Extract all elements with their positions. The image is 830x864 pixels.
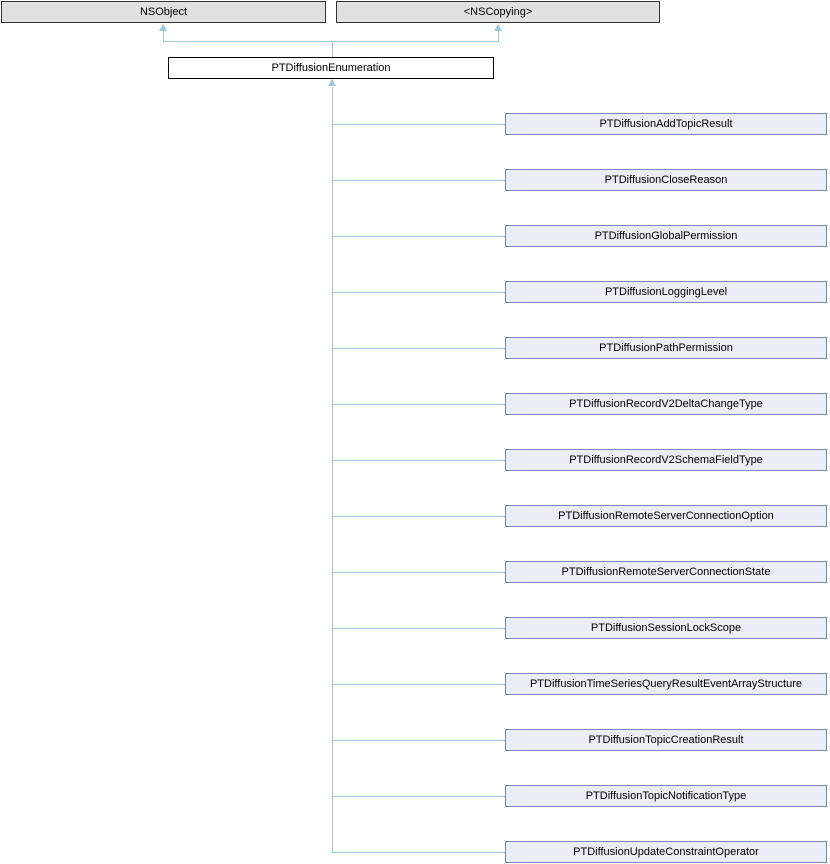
subclass-node[interactable]: PTDiffusionRemoteServerConnectionOption — [505, 505, 827, 527]
trunk-line — [332, 87, 333, 853]
branch-line — [332, 684, 505, 685]
branch-line — [332, 516, 505, 517]
branch-line — [332, 236, 505, 237]
branch-line — [332, 124, 505, 125]
subclass-node[interactable]: PTDiffusionRemoteServerConnectionState — [505, 561, 827, 583]
branch-line — [332, 404, 505, 405]
branch-line — [332, 460, 505, 461]
arrowhead-to-enumeration — [328, 79, 336, 86]
branch-line — [332, 796, 505, 797]
subclass-node[interactable]: PTDiffusionAddTopicResult — [505, 113, 827, 135]
branch-line — [332, 852, 505, 853]
edge-line — [498, 31, 499, 41]
branch-line — [332, 348, 505, 349]
branch-line — [332, 292, 505, 293]
class-node-enumeration: PTDiffusionEnumeration — [168, 57, 494, 79]
subclass-node[interactable]: PTDiffusionUpdateConstraintOperator — [505, 841, 827, 863]
class-node-nsobject: NSObject — [1, 1, 326, 23]
subclass-node[interactable]: PTDiffusionLoggingLevel — [505, 281, 827, 303]
edge-line — [163, 41, 499, 42]
branch-line — [332, 740, 505, 741]
subclass-node[interactable]: PTDiffusionSessionLockScope — [505, 617, 827, 639]
subclass-node[interactable]: PTDiffusionRecordV2SchemaFieldType — [505, 449, 827, 471]
subclass-node[interactable]: PTDiffusionTopicNotificationType — [505, 785, 827, 807]
arrowhead-to-nsobject — [159, 24, 167, 31]
subclass-node[interactable]: PTDiffusionGlobalPermission — [505, 225, 827, 247]
subclass-node[interactable]: PTDiffusionCloseReason — [505, 169, 827, 191]
edge-line — [163, 31, 164, 41]
subclass-node[interactable]: PTDiffusionTimeSeriesQueryResultEventArr… — [505, 673, 827, 695]
arrowhead-to-nscopying — [494, 24, 502, 31]
branch-line — [332, 628, 505, 629]
branch-line — [332, 572, 505, 573]
subclass-node[interactable]: PTDiffusionPathPermission — [505, 337, 827, 359]
subclass-node[interactable]: PTDiffusionRecordV2DeltaChangeType — [505, 393, 827, 415]
subclass-node[interactable]: PTDiffusionTopicCreationResult — [505, 729, 827, 751]
class-node-nscopying: <NSCopying> — [336, 1, 660, 23]
branch-line — [332, 180, 505, 181]
edge-line — [332, 41, 333, 57]
